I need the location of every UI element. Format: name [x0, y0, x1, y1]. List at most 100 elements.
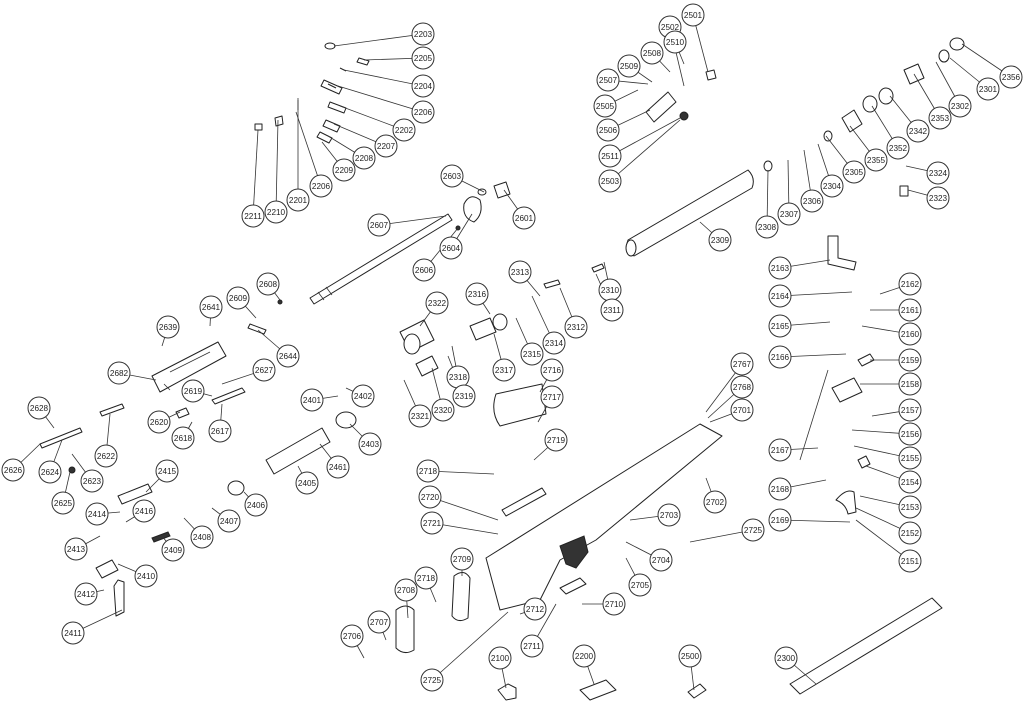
- part-label-2317: 2317: [495, 366, 514, 375]
- part-label-2204: 2204: [414, 82, 433, 91]
- part-2410: [95, 559, 119, 579]
- part-label-2720: 2720: [421, 493, 440, 502]
- part-label-2682: 2682: [110, 369, 129, 378]
- part-label-2503: 2503: [601, 177, 620, 186]
- label-bubble-2206: [309, 174, 333, 198]
- label-bubble-2641: [199, 295, 223, 319]
- part-label-2405: 2405: [298, 479, 317, 488]
- part-label-2302: 2302: [951, 102, 970, 111]
- part-2625: [68, 466, 76, 474]
- label-bubble-2718: [414, 566, 438, 590]
- part-label-2624: 2624: [41, 468, 60, 477]
- label-bubble-2626: [1, 458, 25, 482]
- leader-line-2206: [337, 85, 424, 113]
- label-bubble-2607: [367, 213, 391, 237]
- part-label-2159: 2159: [901, 356, 920, 365]
- part-label-2202: 2202: [395, 126, 414, 135]
- label-bubble-2352: [886, 136, 910, 160]
- part-label-2502: 2502: [661, 23, 680, 32]
- part-2300-barrel: [789, 597, 943, 695]
- label-bubble-2314: [542, 331, 566, 355]
- label-bubble-2625: [51, 491, 75, 515]
- label-bubble-2703: [657, 503, 681, 527]
- label-bubble-2403: [358, 432, 382, 456]
- part-2323: [899, 185, 909, 197]
- part-2200: [579, 679, 617, 701]
- part-label-2300: 2300: [777, 654, 796, 663]
- part-label-2619: 2619: [184, 387, 203, 396]
- part-label-2100: 2100: [491, 654, 510, 663]
- label-bubble-2306: [800, 189, 824, 213]
- part-label-2167: 2167: [771, 446, 790, 455]
- leader-line-2211: [252, 129, 259, 217]
- part-label-2316: 2316: [468, 290, 487, 299]
- label-bubble-2623: [80, 469, 104, 493]
- part-label-2158: 2158: [901, 380, 920, 389]
- part-2154: [857, 455, 871, 469]
- part-label-2415: 2415: [158, 467, 177, 476]
- part-label-2322: 2322: [428, 299, 447, 308]
- part-label-2711: 2711: [523, 642, 541, 651]
- label-bubble-2315: [520, 342, 544, 366]
- label-bubble-2304: [820, 174, 844, 198]
- label-bubble-2206: [411, 100, 435, 124]
- part-label-2708: 2708: [397, 586, 416, 595]
- label-bubble-2154: [898, 470, 922, 494]
- part-label-2156: 2156: [901, 430, 920, 439]
- label-bubble-2505: [593, 94, 617, 118]
- label-bubble-2414: [85, 502, 109, 526]
- label-bubble-2412: [74, 582, 98, 606]
- part-label-2607: 2607: [370, 221, 389, 230]
- part-2716: [493, 383, 547, 427]
- label-bubble-2204: [411, 74, 435, 98]
- label-bubble-2510: [663, 30, 687, 54]
- label-bubble-2705: [628, 573, 652, 597]
- part-2158: [831, 377, 863, 403]
- label-bubble-2356: [999, 65, 1023, 89]
- part-label-2342: 2342: [909, 127, 928, 136]
- label-bubble-2415: [155, 459, 179, 483]
- part-label-2353: 2353: [931, 114, 950, 123]
- part-label-2628: 2628: [30, 404, 49, 413]
- label-bubble-2639: [156, 315, 180, 339]
- label-bubble-2353: [928, 106, 952, 130]
- leader-line-2204: [343, 69, 424, 87]
- part-label-2309: 2309: [711, 236, 730, 245]
- label-bubble-2408: [190, 525, 214, 549]
- part-label-2209: 2209: [335, 166, 354, 175]
- part-label-2314: 2314: [545, 339, 564, 348]
- label-bubble-2168: [768, 477, 792, 501]
- label-bubble-2501: [681, 3, 705, 27]
- part-label-2617: 2617: [211, 427, 230, 436]
- label-bubble-2706: [340, 624, 364, 648]
- label-bubble-2320: [431, 398, 455, 422]
- label-bubble-2701: [730, 398, 754, 422]
- part-label-2355: 2355: [867, 156, 886, 165]
- label-bubble-2402: [351, 384, 375, 408]
- part-label-2701: 2701: [733, 406, 752, 415]
- label-bubble-2211: [241, 204, 265, 228]
- part-2603: [477, 188, 487, 196]
- part-2708: [395, 605, 415, 654]
- part-label-2725: 2725: [423, 676, 442, 685]
- label-bubble-2500: [678, 644, 702, 668]
- part-2309-end: [625, 239, 637, 257]
- label-bubble-2716: [540, 358, 564, 382]
- part-2411: [113, 579, 125, 617]
- label-bubble-2619: [181, 379, 205, 403]
- label-bubble-2159: [898, 348, 922, 372]
- part-2608: [277, 299, 283, 305]
- label-bubble-2167: [768, 438, 792, 462]
- part-2203: [324, 42, 336, 50]
- leader-line-2503: [609, 119, 681, 182]
- part-label-2313: 2313: [511, 268, 530, 277]
- part-label-2153: 2153: [901, 503, 920, 512]
- label-bubble-2200: [572, 644, 596, 668]
- part-label-2411: 2411: [64, 629, 82, 638]
- label-bubble-2160: [898, 322, 922, 346]
- part-label-2356: 2356: [1002, 73, 1021, 82]
- label-bubble-2622: [94, 444, 118, 468]
- part-label-2718: 2718: [419, 467, 438, 476]
- part-2312: [543, 279, 561, 289]
